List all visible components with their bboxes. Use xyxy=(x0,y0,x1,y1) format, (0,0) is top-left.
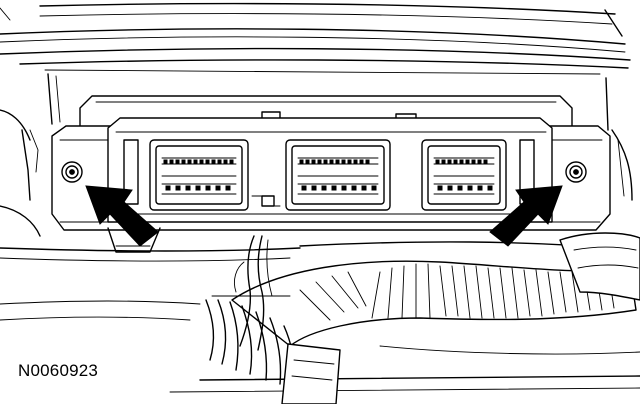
arrow-up-left-icon xyxy=(85,185,159,247)
bolt-right xyxy=(565,161,587,183)
connector-center xyxy=(285,139,391,211)
bolt-left xyxy=(61,161,83,183)
figure-id-label: N0060923 xyxy=(18,361,99,380)
connector-left xyxy=(149,139,249,211)
wiring-harness xyxy=(205,232,640,404)
connector-right xyxy=(421,139,507,211)
upper-panel-lines xyxy=(0,2,631,75)
arrow-up-right-icon xyxy=(489,185,563,247)
right-side-structure xyxy=(605,77,633,201)
left-side-structure xyxy=(0,73,61,237)
